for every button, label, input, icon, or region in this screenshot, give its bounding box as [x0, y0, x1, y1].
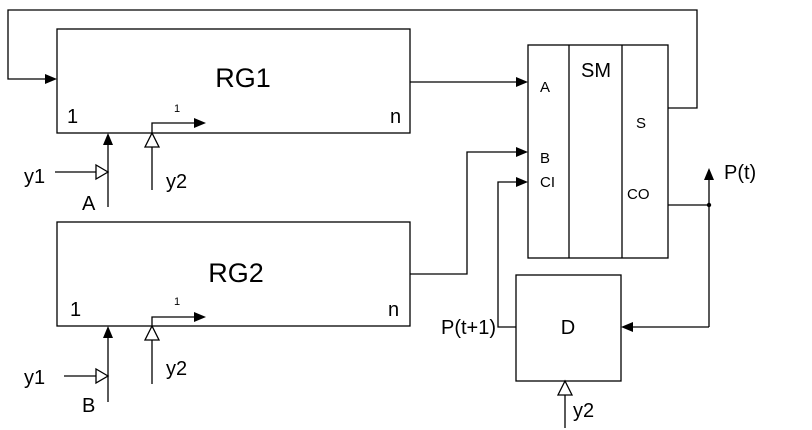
carry-label: P(t) — [724, 162, 756, 184]
rg1-name: RG1 — [215, 63, 271, 93]
adder-box — [527, 44, 669, 259]
flipflop-name: D — [561, 317, 575, 339]
carry-out-arrowhead — [704, 168, 714, 180]
rg2-shift-label: 1 — [174, 296, 180, 308]
adder-sm: SM A B CI S CO — [527, 44, 669, 259]
y2-top-label: y2 — [166, 171, 187, 193]
arrowhead-b — [516, 147, 528, 157]
arrowhead-ci — [516, 177, 528, 187]
adder-name: SM — [581, 60, 611, 82]
rg1-shift-arrowhead — [194, 118, 206, 128]
feedback-wire — [7, 9, 698, 109]
a-input-arrowhead — [103, 133, 113, 145]
flipflop-clock-input: y2 — [556, 379, 594, 428]
feedback-arrowhead — [45, 74, 57, 84]
rg1-msb-label: n — [390, 106, 401, 128]
flipflop-to-ci-wire — [497, 177, 528, 328]
adder-output-s: S — [636, 115, 646, 132]
rg1-to-adder-wire — [410, 77, 528, 87]
y2-d-label: y2 — [573, 400, 594, 422]
adder-input-b: B — [540, 150, 550, 167]
rg2-lsb-label: 1 — [70, 299, 81, 321]
a-input-label: A — [82, 193, 96, 215]
y2-bottom-label: y2 — [166, 358, 187, 380]
adder-output-co: CO — [627, 186, 650, 203]
rg1-lsb-label: 1 — [67, 106, 78, 128]
y1-bottom-label: y1 — [24, 367, 45, 389]
flipflop-output-label: P(t+1) — [441, 317, 496, 339]
y1-bottom-arrowhead — [95, 367, 110, 385]
y2-bottom-arrowhead — [143, 324, 161, 341]
y1-top-arrowhead — [95, 163, 110, 181]
carry-junction-dot — [706, 202, 712, 208]
y1-top-label: y1 — [24, 166, 45, 188]
y2-top-arrowhead — [143, 131, 161, 148]
register-rg1: RG1 1 n 1 — [56, 28, 411, 134]
rg1-shift-label: 1 — [174, 103, 180, 115]
y2-d-arrowhead — [556, 379, 574, 396]
register-rg2: RG2 1 n 1 — [56, 221, 411, 327]
rg2-name: RG2 — [208, 258, 264, 288]
rg2-to-adder-wire — [410, 147, 528, 275]
arrowhead-a — [516, 77, 528, 87]
carry-output-wire: P(t) — [621, 162, 756, 332]
rg2-shift-arrowhead — [194, 312, 206, 322]
rg1-controls: y1 A y2 — [24, 118, 206, 215]
rg2-controls: y1 B y2 — [24, 312, 206, 417]
flipflop-box — [515, 274, 622, 382]
b-input-arrowhead — [103, 326, 113, 338]
flipflop-d: D P(t+1) — [441, 274, 622, 382]
adder-input-ci: CI — [540, 174, 555, 191]
rg2-msb-label: n — [388, 299, 399, 321]
rg2-box — [56, 221, 411, 327]
carry-to-d-arrowhead — [621, 322, 633, 332]
b-input-label: B — [82, 395, 95, 417]
adder-input-a: A — [540, 79, 550, 96]
rg1-box — [56, 28, 411, 134]
